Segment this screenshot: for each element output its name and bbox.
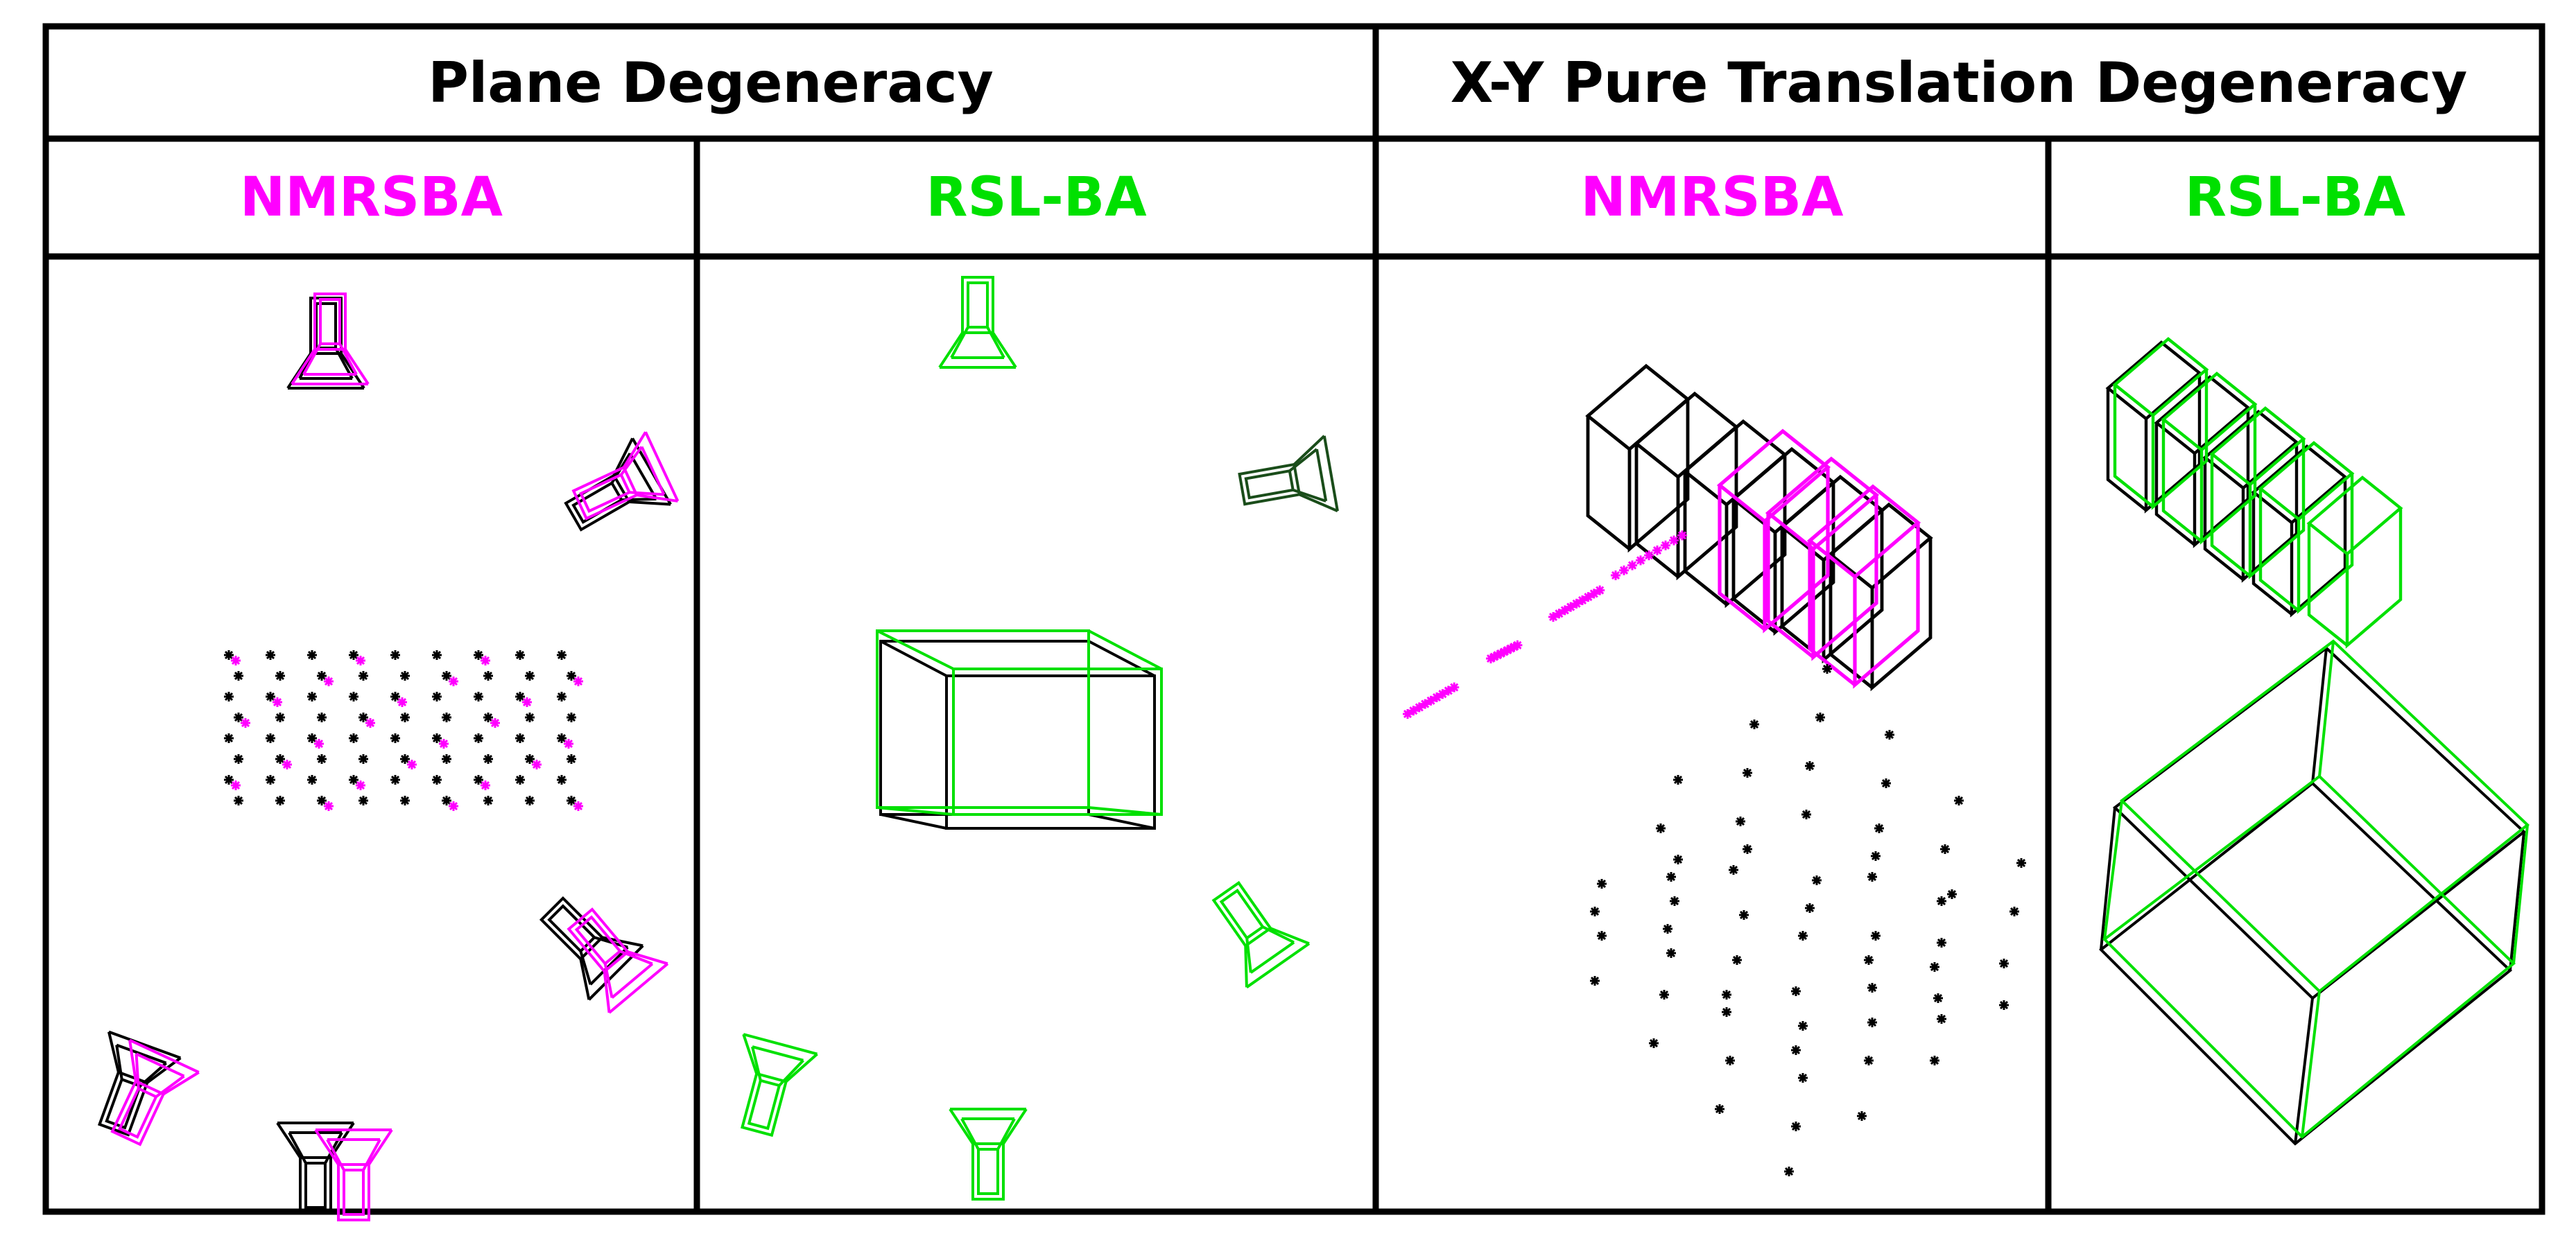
- wireframe-cube-icon: [2102, 639, 2530, 1139]
- panel-plane-rslba: [718, 276, 1339, 1201]
- panel-translation-nmrsba: [1401, 366, 2028, 1178]
- method-header-nmrsba: NMRSBA: [1580, 166, 1844, 229]
- camera-frustum-icon: [938, 276, 1017, 369]
- method-header-rslba: RSL-BA: [926, 166, 1147, 229]
- panel-plane-nmrsba: [76, 293, 680, 1221]
- camera-frustum-icon: [718, 1033, 819, 1143]
- camera-frustum-icon: [76, 1030, 182, 1144]
- asterisk-point-icon: [1401, 529, 1688, 720]
- group-header-translation-degeneracy: X-Y Pure Translation Degeneracy: [1450, 50, 2468, 115]
- camera-frustum-icon: [1588, 366, 1930, 688]
- camera-frustum-icon: [949, 1108, 1028, 1201]
- asterisk-point-icon: [223, 649, 578, 807]
- method-header-nmrsba: NMRSBA: [240, 166, 503, 229]
- group-header-plane-degeneracy: Plane Degeneracy: [428, 50, 994, 115]
- asterisk-point-icon: [1589, 663, 2028, 1178]
- wireframe-cube-icon: [876, 629, 1163, 816]
- wireframe-cube-icon: [2098, 646, 2527, 1146]
- panel-translation-rslba: [2098, 339, 2530, 1146]
- camera-frustum-icon: [1193, 868, 1311, 989]
- camera-frustum-icon: [314, 1128, 393, 1221]
- method-header-rslba: RSL-BA: [2184, 166, 2406, 229]
- camera-frustum-icon: [90, 1038, 200, 1156]
- camera-frustum-icon: [525, 882, 643, 1000]
- table-grid: [42, 23, 2545, 1215]
- wireframe-cube-icon: [879, 640, 1156, 830]
- camera-frustum-icon: [1234, 434, 1339, 528]
